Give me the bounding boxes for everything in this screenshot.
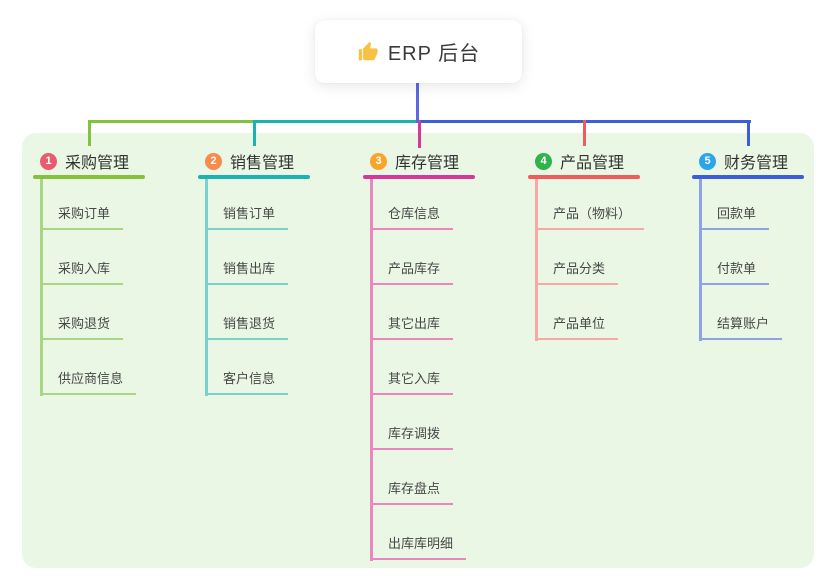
branch-4-underline <box>528 175 640 179</box>
branch-1-underline <box>33 175 145 179</box>
branch-1: 1 采购管理采购订单采购入库采购退货供应商信息 <box>33 146 213 396</box>
branch-1-number-badge: 1 <box>40 152 57 170</box>
branch-5-node[interactable]: 5 财务管理 <box>692 146 839 176</box>
branch-2-underline <box>198 175 310 179</box>
branch-3-node[interactable]: 3 库存管理 <box>363 146 543 176</box>
branch-5-title: 财务管理 <box>724 155 789 172</box>
branch-5-number-badge: 5 <box>699 152 716 170</box>
branch-1-child-3[interactable]: 采购退货 <box>40 313 124 340</box>
branch-4-child-1[interactable]: 产品（物料） <box>535 203 645 230</box>
branch-3-child-1[interactable]: 仓库信息 <box>370 203 454 230</box>
branch-4-child-2[interactable]: 产品分类 <box>535 258 619 285</box>
branch-5-child-2[interactable]: 付款单 <box>699 258 770 285</box>
connector-drop-branch-1 <box>87 120 91 146</box>
branch-1-child-4[interactable]: 供应商信息 <box>40 368 137 395</box>
branch-5-underline <box>692 175 804 179</box>
branch-4-node[interactable]: 4 产品管理 <box>528 146 708 176</box>
branch-2-rail-line <box>205 179 208 396</box>
branch-1-child-1[interactable]: 采购订单 <box>40 203 124 230</box>
branch-2-child-3[interactable]: 销售退货 <box>205 313 289 340</box>
branch-1-title: 采购管理 <box>65 155 130 172</box>
connector-horizontal-branch-2 <box>254 120 421 123</box>
branch-5-child-3[interactable]: 结算账户 <box>699 313 783 340</box>
branch-2-number-badge: 2 <box>205 152 222 170</box>
root-stem-line <box>416 83 419 123</box>
branch-2-child-4[interactable]: 客户信息 <box>205 368 289 395</box>
branch-1-rail-line <box>40 179 43 396</box>
root-node-title: ERP 后台 <box>387 43 481 65</box>
branch-5: 5 财务管理回款单付款单结算账户 <box>692 146 839 341</box>
mindmap-background-panel <box>22 133 814 568</box>
branch-3-title: 库存管理 <box>395 155 460 172</box>
branch-1-node[interactable]: 1 采购管理 <box>33 146 213 176</box>
branch-3: 3 库存管理仓库信息产品库存其它出库其它入库库存调拨库存盘点出库库明细 <box>363 146 543 561</box>
branch-2-title: 销售管理 <box>230 155 295 172</box>
branch-3-child-2[interactable]: 产品库存 <box>370 258 454 285</box>
branch-5-child-1[interactable]: 回款单 <box>699 203 770 230</box>
branch-5-rail-line <box>699 179 702 341</box>
root-node[interactable]: ERP 后台 <box>315 20 522 83</box>
branch-3-rail-line <box>370 179 373 561</box>
branch-4-rail-line <box>535 179 538 341</box>
connector-drop-branch-4 <box>582 120 586 146</box>
branch-3-child-6[interactable]: 库存盘点 <box>370 478 454 505</box>
branch-2-node[interactable]: 2 销售管理 <box>198 146 378 176</box>
branch-3-child-3[interactable]: 其它出库 <box>370 313 454 340</box>
connector-drop-branch-5 <box>746 120 750 146</box>
branch-4-number-badge: 4 <box>535 152 552 170</box>
branch-4-child-3[interactable]: 产品单位 <box>535 313 619 340</box>
connector-drop-branch-3 <box>417 120 421 148</box>
branch-3-child-7[interactable]: 出库库明细 <box>370 533 467 560</box>
branch-2-child-2[interactable]: 销售出库 <box>205 258 289 285</box>
branch-2-child-1[interactable]: 销售订单 <box>205 203 289 230</box>
branch-3-child-4[interactable]: 其它入库 <box>370 368 454 395</box>
branch-3-underline <box>363 175 475 179</box>
branch-4-title: 产品管理 <box>560 155 625 172</box>
branch-3-child-5[interactable]: 库存调拨 <box>370 423 454 450</box>
branch-2: 2 销售管理销售订单销售出库销售退货客户信息 <box>198 146 378 396</box>
branch-4: 4 产品管理产品（物料） 产品分类产品单位 <box>528 146 708 341</box>
thumbs-up-icon <box>358 41 378 60</box>
branch-1-child-2[interactable]: 采购入库 <box>40 258 124 285</box>
branch-3-number-badge: 3 <box>370 152 387 170</box>
connector-drop-branch-2 <box>252 120 256 146</box>
